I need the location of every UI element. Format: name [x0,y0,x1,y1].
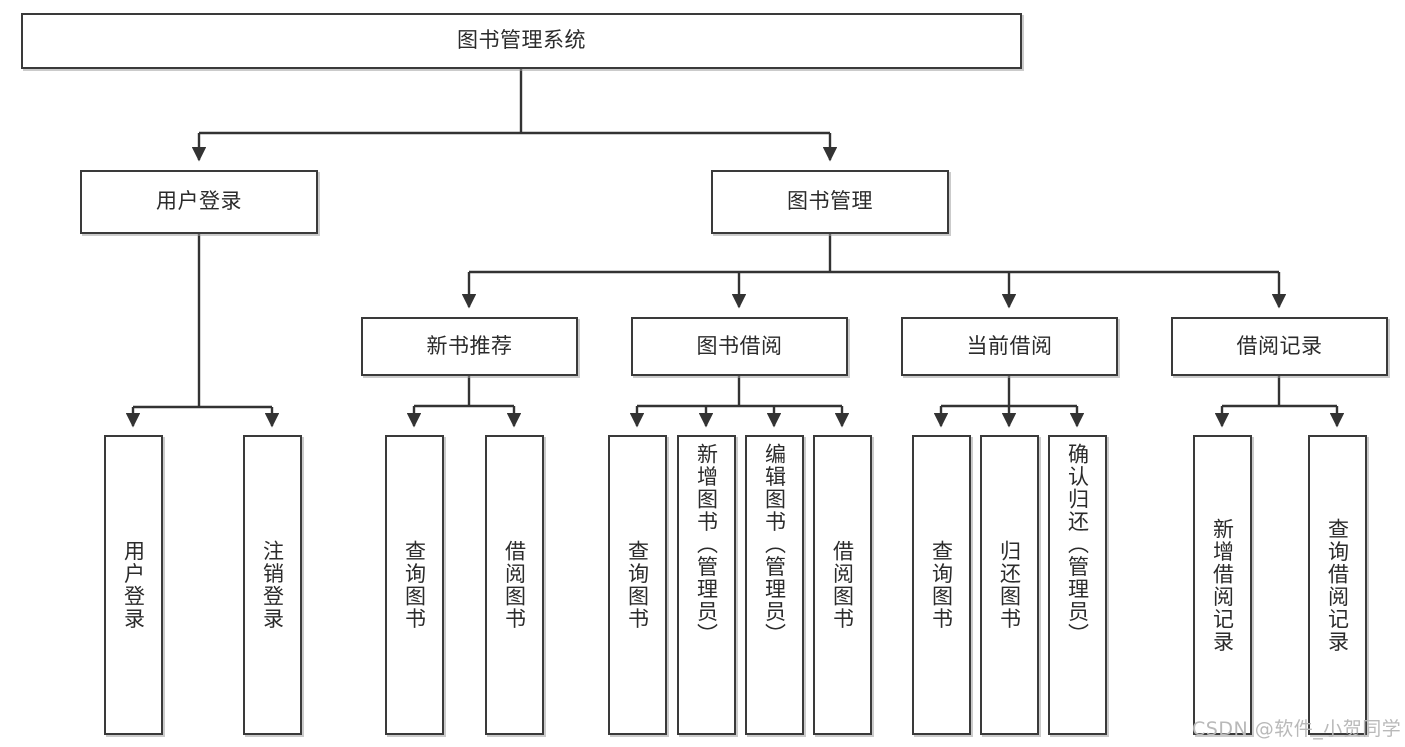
node-leaf-query-book-3-label: 查询图书 [929,540,954,630]
node-root-label: 图书管理系统 [457,28,586,53]
node-leaf-borrow-book-2-label: 借阅图书 [830,540,855,630]
node-leaf-add-book[interactable]: 新增图书（管理员） [677,435,736,735]
node-book-borrow-label: 图书借阅 [696,333,783,358]
node-current-borrow[interactable]: 当前借阅 [901,317,1118,376]
node-book-management[interactable]: 图书管理 [711,170,949,234]
node-user-login-label: 用户登录 [156,189,242,214]
node-leaf-query-book-2-label: 查询图书 [625,540,650,630]
node-current-borrow-label: 当前借阅 [966,333,1053,358]
node-leaf-user-login[interactable]: 用户登录 [104,435,163,735]
node-leaf-add-book-label: 新增图书（管理员） [694,443,719,646]
node-root[interactable]: 图书管理系统 [21,13,1022,69]
node-leaf-query-book-2[interactable]: 查询图书 [608,435,667,735]
node-leaf-add-record[interactable]: 新增借阅记录 [1193,435,1252,735]
node-leaf-query-book-1[interactable]: 查询图书 [385,435,444,735]
node-leaf-confirm-return-label: 确认归还（管理员） [1065,443,1090,646]
node-leaf-logout-label: 注销登录 [260,540,285,630]
csdn-watermark: CSDN @软件_小贺同学 [1192,718,1402,740]
node-leaf-borrow-book-1-label: 借阅图书 [502,540,527,630]
node-borrow-record[interactable]: 借阅记录 [1171,317,1388,376]
node-book-borrow[interactable]: 图书借阅 [631,317,848,376]
node-leaf-query-record[interactable]: 查询借阅记录 [1308,435,1367,735]
node-new-book-recommend-label: 新书推荐 [426,333,513,358]
node-borrow-record-label: 借阅记录 [1236,333,1323,358]
node-leaf-edit-book[interactable]: 编辑图书（管理员） [745,435,804,735]
node-user-login[interactable]: 用户登录 [80,170,318,234]
node-new-book-recommend[interactable]: 新书推荐 [361,317,578,376]
node-leaf-return-book-label: 归还图书 [997,540,1022,630]
node-leaf-borrow-book-1[interactable]: 借阅图书 [485,435,544,735]
node-leaf-borrow-book-2[interactable]: 借阅图书 [813,435,872,735]
node-leaf-return-book[interactable]: 归还图书 [980,435,1039,735]
node-leaf-query-book-3[interactable]: 查询图书 [912,435,971,735]
node-leaf-logout[interactable]: 注销登录 [243,435,302,735]
node-leaf-confirm-return[interactable]: 确认归还（管理员） [1048,435,1107,735]
node-leaf-add-record-label: 新增借阅记录 [1210,517,1235,653]
node-leaf-query-book-1-label: 查询图书 [402,540,427,630]
node-leaf-query-record-label: 查询借阅记录 [1325,517,1350,653]
node-leaf-edit-book-label: 编辑图书（管理员） [762,443,787,646]
node-book-management-label: 图书管理 [787,189,873,214]
node-leaf-user-login-label: 用户登录 [121,540,146,630]
